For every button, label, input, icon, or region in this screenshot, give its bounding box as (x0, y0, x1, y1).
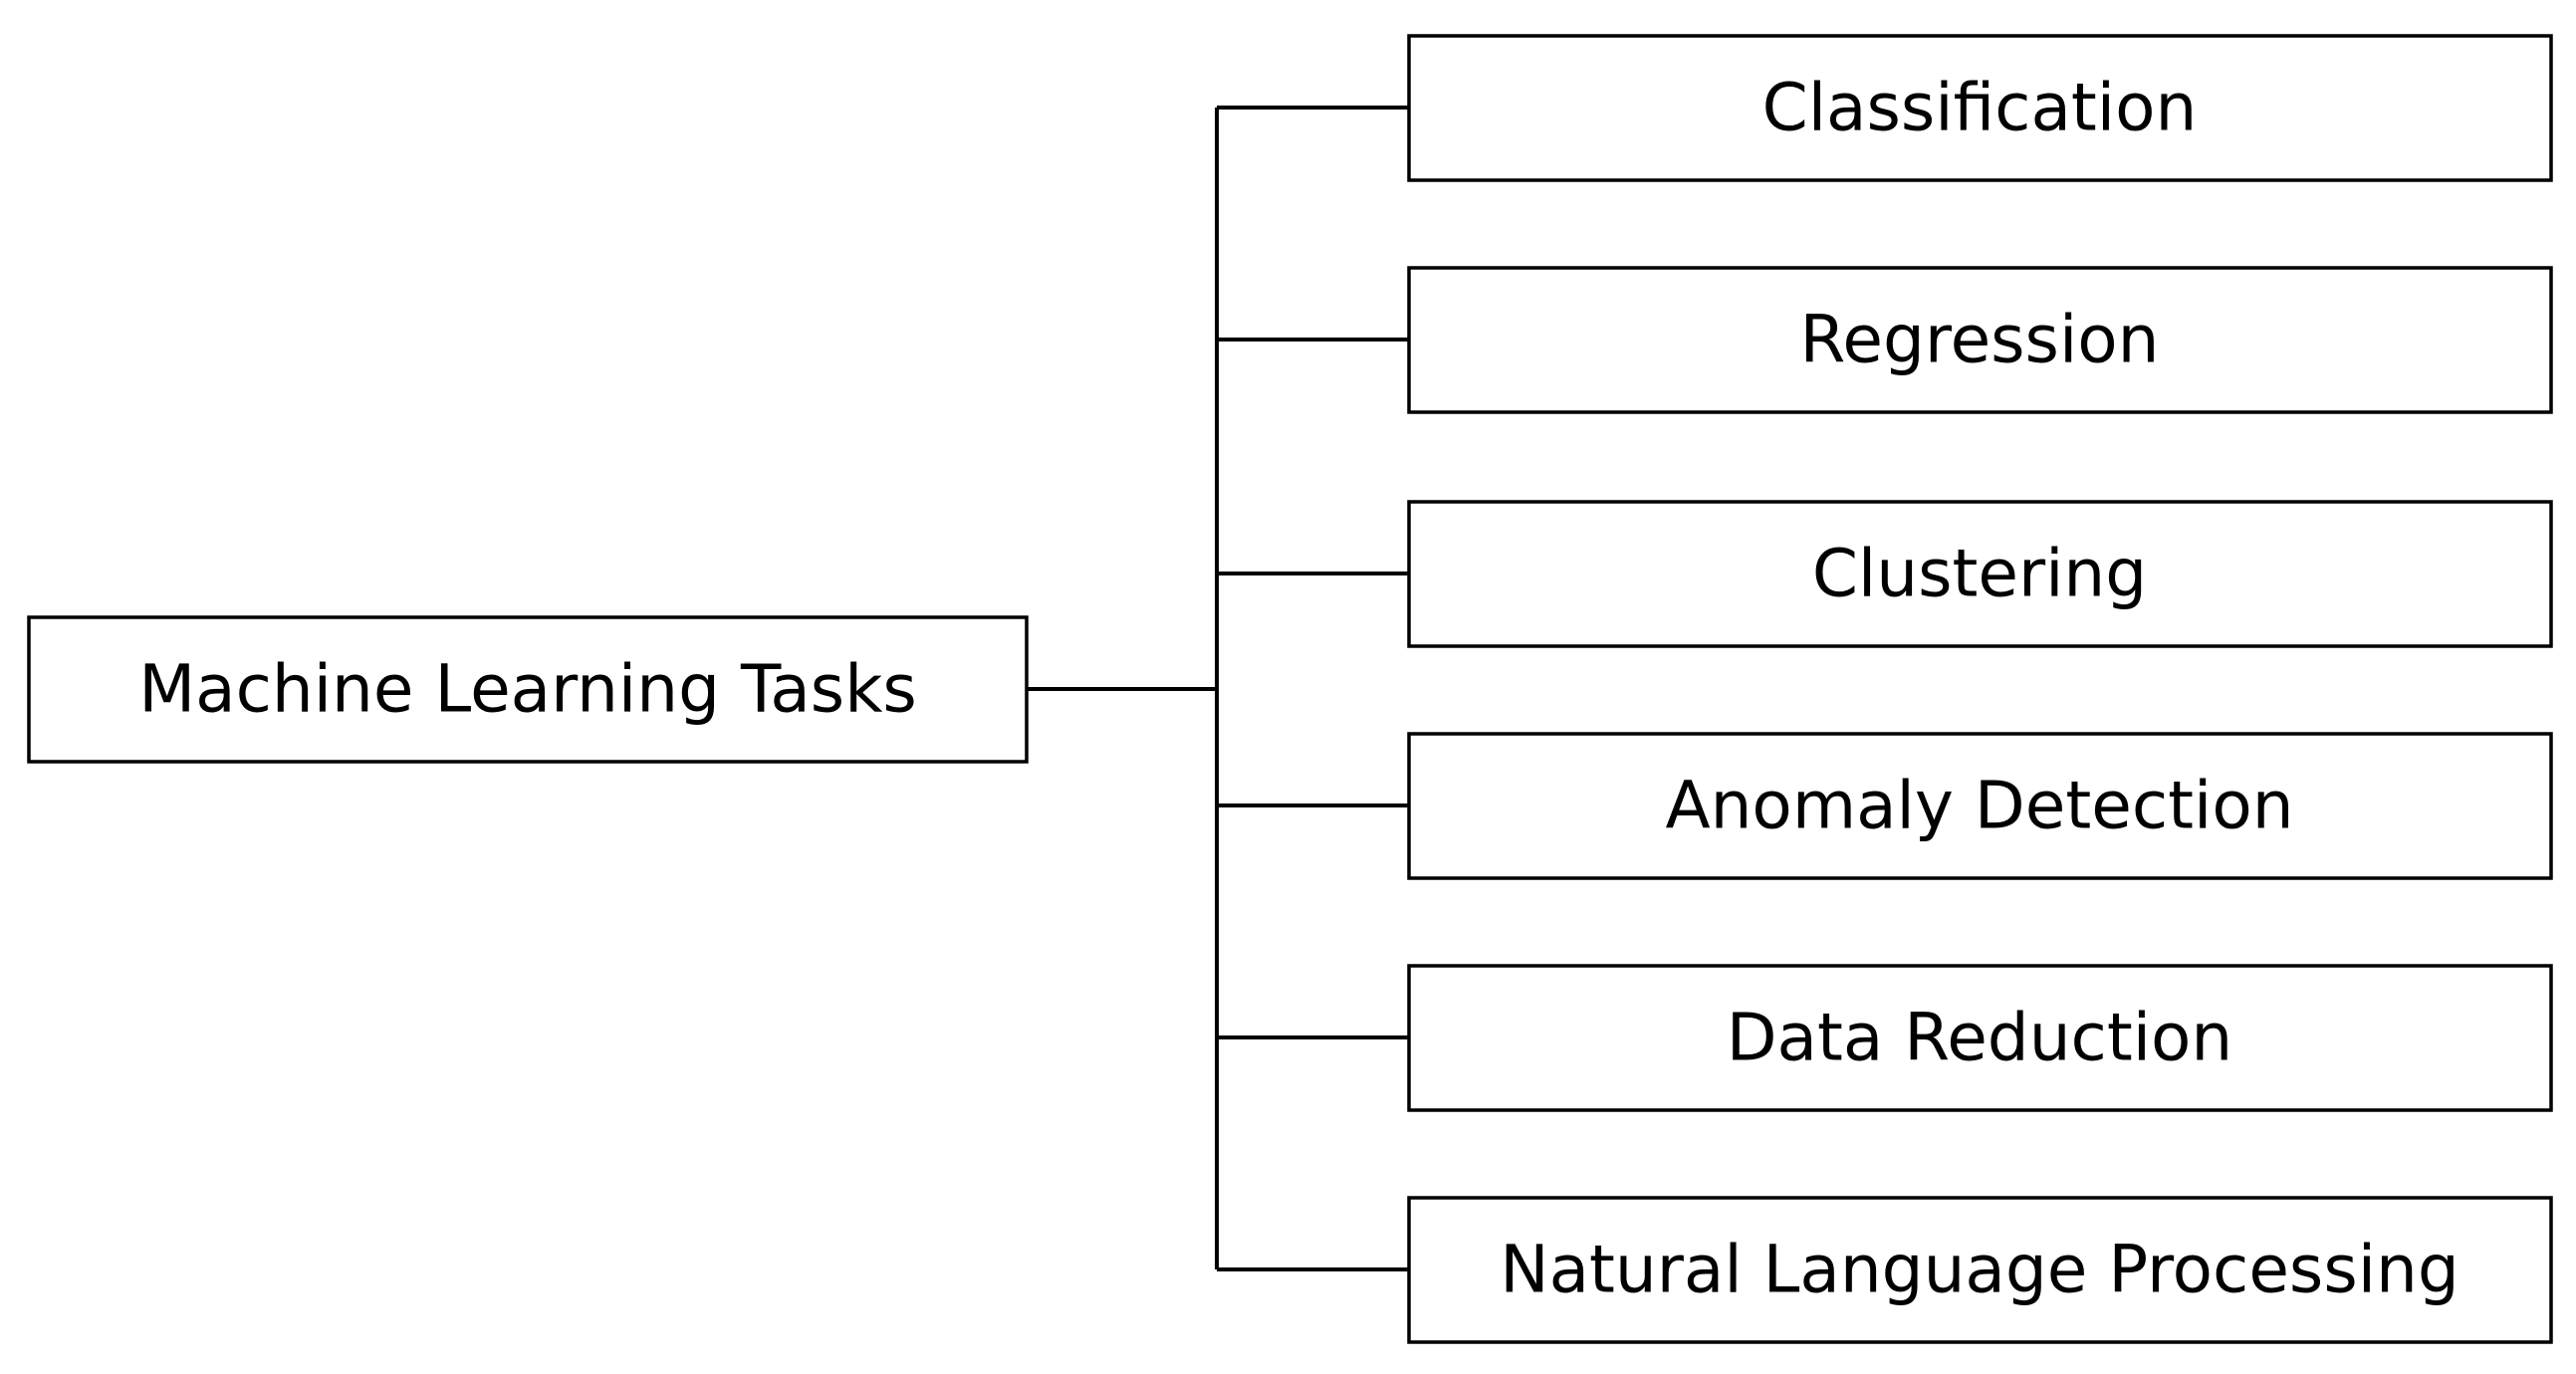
child-node-box (1407, 1196, 2553, 1344)
child-node-box (1407, 732, 2553, 880)
child-node-label: Clustering (1812, 536, 2147, 612)
child-node-label: Classification (1762, 70, 2198, 146)
child-node-label: Anomaly Detection (1665, 768, 2293, 844)
root-node-label: Machine Learning Tasks (138, 651, 917, 728)
child-node-box (1407, 964, 2553, 1112)
child-node-label: Regression (1799, 302, 2159, 378)
child-node-clustering: Clustering (1407, 500, 2553, 648)
child-node-data-reduction: Data Reduction (1407, 964, 2553, 1112)
child-node-box (1407, 34, 2553, 182)
child-node-anomaly-detection: Anomaly Detection (1407, 732, 2553, 880)
connectors (1027, 106, 1409, 1271)
child-node-label: Natural Language Processing (1500, 1232, 2459, 1308)
child-node-nlp: Natural Language Processing (1407, 1196, 2553, 1344)
child-node-box (1407, 500, 2553, 648)
root-node: Machine Learning Tasks (27, 615, 1029, 764)
child-node-regression: Regression (1407, 266, 2553, 414)
child-node-label: Data Reduction (1727, 1000, 2233, 1076)
child-node-classification: Classification (1407, 34, 2553, 182)
root-node-box (27, 615, 1029, 764)
child-node-box (1407, 266, 2553, 414)
